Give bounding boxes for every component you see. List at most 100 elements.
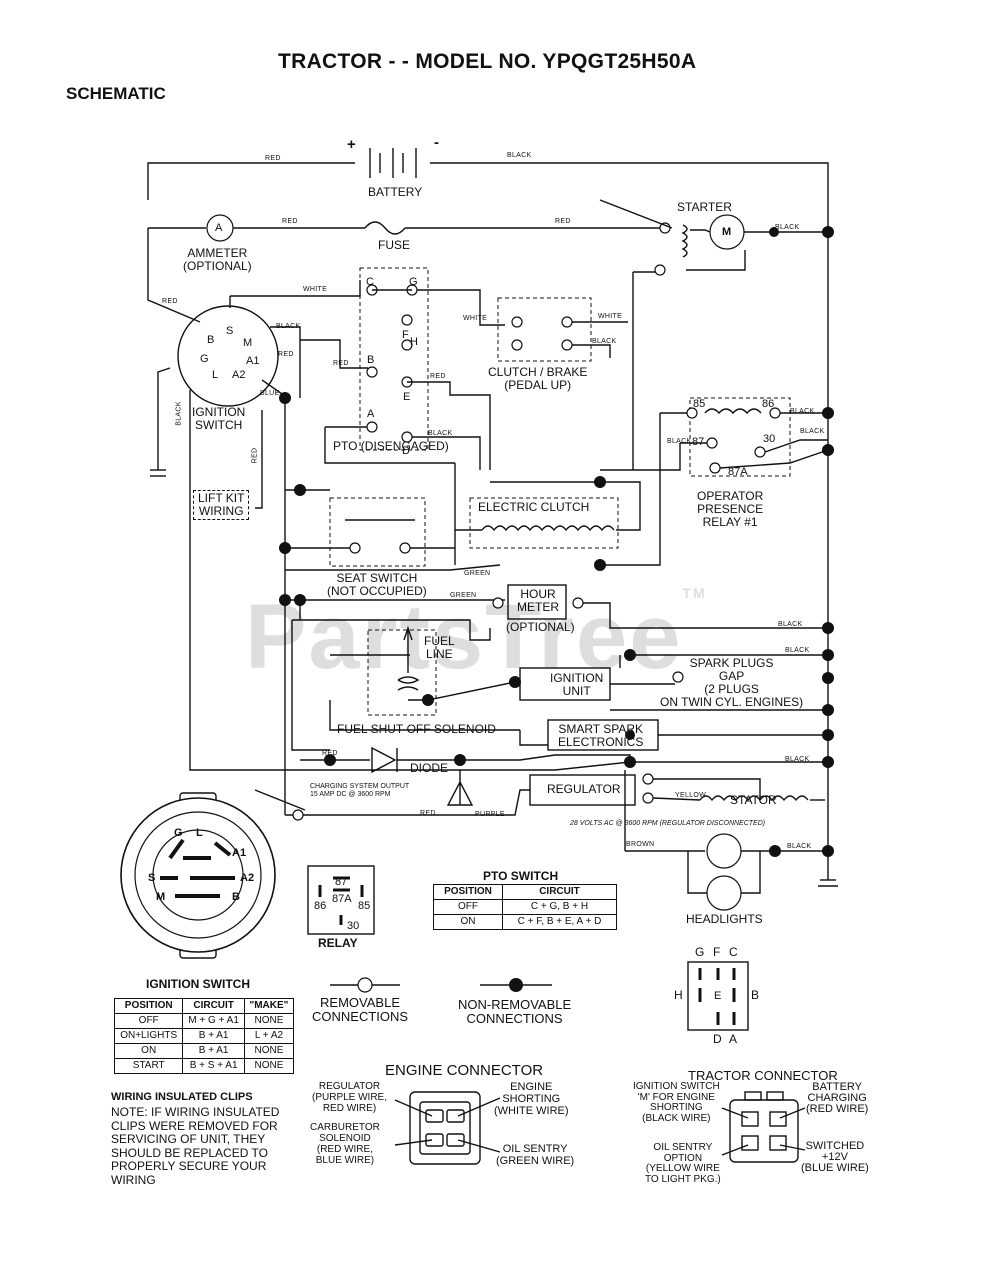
ign-row-circuit: B + S + A1 [182, 1058, 245, 1074]
diode-label: DIODE [410, 761, 449, 775]
page-title: TRACTOR - - MODEL NO. YPQGT25H50A [278, 50, 697, 73]
headlights-label: HEADLIGHTS [686, 912, 763, 926]
pto-header-circuit: CIRCUIT [501, 884, 618, 900]
engine-shorting-label: ENGINE SHORTING (WHITE WIRE) [494, 1081, 569, 1117]
ign-term-a2: A2 [232, 369, 246, 381]
ign-row-make: NONE [243, 1043, 295, 1059]
ign-row-circuit: B + A1 [182, 1028, 245, 1044]
engine-oil-sentry-label: OIL SENTRY (GREEN WIRE) [496, 1143, 575, 1167]
pto-term-g: G [409, 276, 418, 288]
pto-label: PTO (DISENGAGED) [333, 439, 449, 453]
hour-meter-label: HOUR METER [517, 587, 559, 614]
wire-label: RED [162, 298, 178, 305]
ign-row-position: START [113, 1058, 184, 1074]
tractor-connector-title: TRACTOR CONNECTOR [688, 1068, 838, 1083]
face-b: B [232, 891, 240, 903]
wire-label: BLACK [785, 647, 810, 654]
ign-term-l: L [212, 369, 219, 381]
relay-term-30: 30 [763, 433, 776, 445]
pto-header-position: POSITION [433, 884, 503, 900]
wire-label: BROWN [626, 841, 655, 848]
ign-row-circuit: M + G + A1 [182, 1013, 245, 1029]
wire-label: GREEN [450, 592, 477, 599]
ign-row-circuit: B + A1 [182, 1043, 245, 1059]
wire-label: RED [322, 750, 338, 757]
stator-label: STATOR [730, 793, 777, 807]
pto-face-f: F [713, 945, 721, 959]
pto-table-title: PTO SWITCH [483, 869, 559, 883]
tractor-oil-sentry-label: OIL SENTRY OPTION (YELLOW WIRE TO LIGHT … [645, 1142, 721, 1185]
wire-label: RED [333, 360, 349, 367]
tractor-ignition-label: IGNITION SWITCH 'M' FOR ENGINE SHORTING … [633, 1081, 720, 1124]
ammeter-label: AMMETER (OPTIONAL) [183, 246, 252, 273]
engine-carburetor-label: CARBURETOR SOLENOID (RED WIRE, BLUE WIRE… [310, 1122, 380, 1166]
wire-label: BLACK [175, 401, 183, 426]
non-removable-legend: NON-REMOVABLE CONNECTIONS [458, 997, 572, 1026]
pto-term-b: B [367, 354, 375, 366]
pto-term-e: E [403, 391, 411, 403]
wire-label: BLACK [800, 428, 825, 435]
wire-label: RED [555, 218, 571, 225]
pto-row-circuit: C + F, B + E, A + D [501, 914, 618, 930]
ign-table-title: IGNITION SWITCH [146, 977, 250, 991]
relay-pin-87a: 87A [332, 893, 352, 905]
volts-ac-label: 28 VOLTS AC @ 3600 RPM (REGULATOR DISCON… [570, 820, 766, 827]
tractor-switched-label: SWITCHED +12V (BLUE WIRE) [801, 1140, 869, 1174]
starter-label: STARTER [677, 200, 732, 214]
ign-term-s: S [226, 325, 234, 337]
ign-term-m: M [243, 337, 253, 349]
ign-header-circuit: CIRCUIT [182, 998, 245, 1014]
ign-row-make: NONE [243, 1058, 295, 1074]
wire-label: BLACK [507, 152, 532, 159]
pto-row-position: ON [433, 914, 503, 930]
pto-face-c: C [729, 945, 738, 959]
wire-label: BLACK [778, 621, 803, 628]
relay-pin-85: 85 [358, 900, 371, 912]
regulator-label: REGULATOR [547, 782, 621, 796]
ign-term-g: G [200, 353, 209, 365]
face-l: L [196, 827, 203, 839]
wiring-clips-note: NOTE: IF WIRING INSULATED CLIPS WERE REM… [111, 1105, 280, 1187]
wire-label: GREEN [464, 570, 491, 577]
wire-label: PURPLE [475, 811, 505, 818]
engine-connector-title: ENGINE CONNECTOR [385, 1062, 544, 1079]
relay-term-86: 86 [762, 398, 775, 410]
ign-row-make: NONE [243, 1013, 295, 1029]
wire-label: YELLOW [675, 792, 706, 799]
relay-term-87a: 87A [728, 466, 748, 478]
ignition-unit-label: IGNITION UNIT [550, 671, 604, 698]
ignition-switch-label: IGNITION SWITCH [192, 405, 246, 432]
pto-term-d: D [402, 445, 410, 457]
wire-label: BLACK [790, 408, 815, 415]
pto-term-a: A [367, 408, 375, 420]
wire-label: WHITE [463, 315, 488, 322]
wire-label: WHITE [303, 286, 328, 293]
wire-label: BLACK [785, 756, 810, 763]
relay-pin-30: 30 [347, 920, 360, 932]
wire-label: RED [430, 373, 446, 380]
relay-pin-86: 86 [314, 900, 327, 912]
wire-label: BLUE [260, 390, 280, 397]
pto-face-a: A [729, 1032, 738, 1046]
wire-label: RED [251, 447, 259, 464]
wire-label: RED [282, 218, 298, 225]
relay-term-87: 87 [692, 436, 705, 448]
face-g: G [174, 827, 183, 839]
pto-row-circuit: C + G, B + H [501, 899, 618, 915]
wire-label: RED [278, 351, 294, 358]
pto-face-b: B [751, 988, 760, 1002]
ign-row-make: L + A2 [243, 1028, 295, 1044]
ign-term-a1: A1 [246, 355, 260, 367]
fuse-label: FUSE [378, 238, 411, 252]
smart-spark-label: SMART SPARK ELECTRONICS [558, 722, 644, 749]
operator-relay-label: OPERATOR PRESENCE RELAY #1 [697, 489, 764, 529]
relay-term-85: 85 [693, 398, 706, 410]
wire-label: BLACK [775, 224, 800, 231]
battery-label: BATTERY [368, 185, 423, 199]
pto-term-h: H [410, 336, 418, 348]
ign-row-position: OFF [113, 1013, 184, 1029]
wire-label: BLACK [667, 438, 692, 445]
